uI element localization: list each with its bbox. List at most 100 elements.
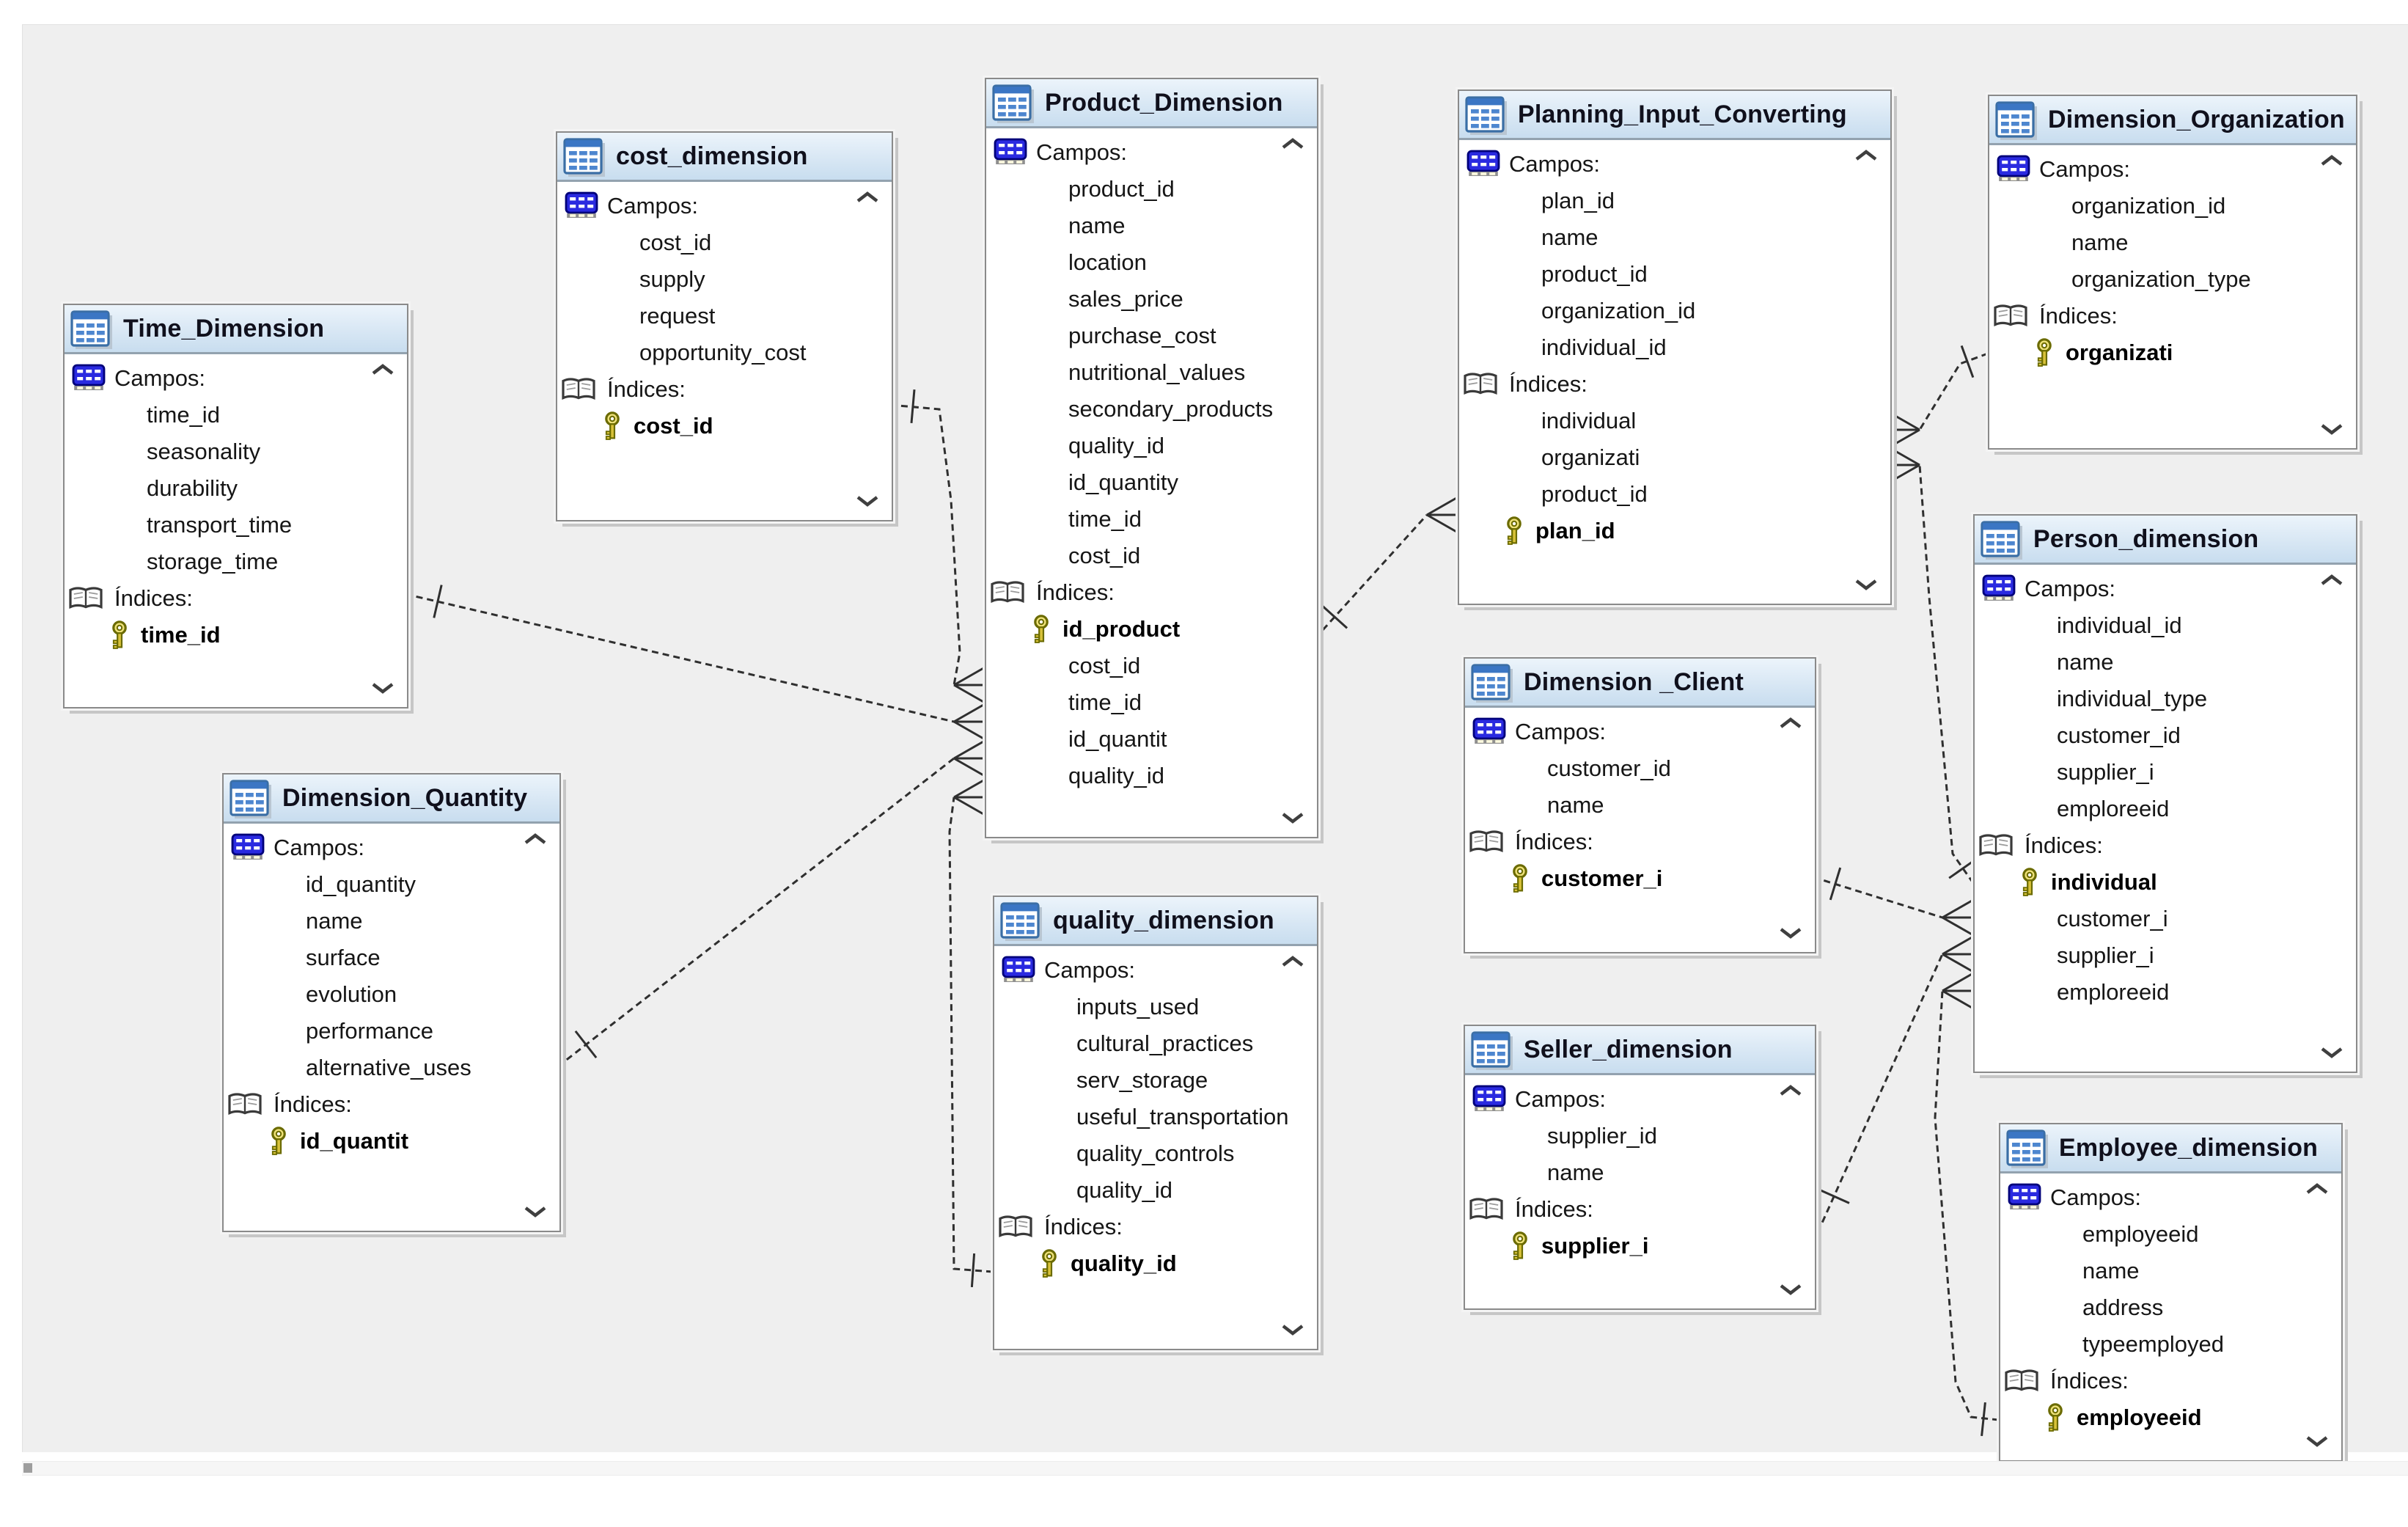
field-row[interactable]: storage_time bbox=[65, 543, 407, 580]
field-row[interactable]: supply bbox=[557, 261, 892, 298]
fields-section-row[interactable]: Campos: bbox=[1465, 1081, 1815, 1118]
field-row[interactable]: individual_type bbox=[1975, 681, 2356, 717]
field-row[interactable]: opportunity_cost bbox=[557, 334, 892, 371]
relationship-dimension_organization-planning_input_converting[interactable] bbox=[1888, 345, 1989, 449]
indexes-section-row[interactable]: Índices: bbox=[2000, 1363, 2341, 1399]
fields-section-row[interactable]: Campos: bbox=[986, 134, 1317, 171]
field-row[interactable]: organization_id bbox=[1459, 293, 1890, 329]
fields-section-row[interactable]: Campos: bbox=[557, 188, 892, 224]
relationship-dimension_client-person_dimension[interactable] bbox=[1813, 867, 1974, 937]
field-row[interactable]: supplier_i bbox=[1975, 754, 2356, 791]
field-row[interactable]: alternative_uses bbox=[224, 1050, 559, 1086]
primary-key-index-row[interactable]: id_quantit bbox=[224, 1123, 559, 1160]
primary-key-index-row[interactable]: individual bbox=[1975, 864, 2356, 901]
relationship-quality_dimension-product_dimension[interactable] bbox=[948, 778, 994, 1288]
field-row[interactable]: cultural_practices bbox=[994, 1025, 1317, 1062]
index-row[interactable]: supplier_i bbox=[1975, 937, 2356, 974]
field-row[interactable]: durability bbox=[65, 470, 407, 507]
scroll-down-icon[interactable] bbox=[1280, 811, 1305, 828]
table-header[interactable]: Person_dimension bbox=[1975, 516, 2356, 565]
field-row[interactable]: performance bbox=[224, 1013, 559, 1050]
primary-key-index-row[interactable]: cost_id bbox=[557, 408, 892, 444]
relationship-time_dimension-product_dimension[interactable] bbox=[405, 585, 985, 741]
indexes-section-row[interactable]: Índices: bbox=[557, 371, 892, 408]
relationship-cost_dimension-product_dimension[interactable] bbox=[889, 389, 985, 704]
scroll-up-icon[interactable] bbox=[1280, 955, 1305, 972]
primary-key-index-row[interactable]: id_product bbox=[986, 611, 1317, 648]
indexes-section-row[interactable]: Índices: bbox=[1989, 298, 2356, 334]
field-row[interactable]: plan_id bbox=[1459, 183, 1890, 219]
field-row[interactable]: organization_id bbox=[1989, 188, 2356, 224]
scroll-up-icon[interactable] bbox=[2319, 574, 2344, 590]
scroll-down-icon[interactable] bbox=[370, 681, 395, 698]
field-row[interactable]: name bbox=[1465, 787, 1815, 824]
indexes-section-row[interactable]: Índices: bbox=[986, 574, 1317, 611]
field-row[interactable]: nutritional_values bbox=[986, 354, 1317, 391]
field-row[interactable]: organization_type bbox=[1989, 261, 2356, 298]
field-row[interactable]: name bbox=[1459, 219, 1890, 256]
relationship-seller_dimension-person_dimension[interactable] bbox=[1812, 935, 1974, 1243]
field-row[interactable]: id_quantity bbox=[224, 866, 559, 903]
field-row[interactable]: name bbox=[986, 208, 1317, 244]
relationship-person_dimension-planning_input_converting[interactable] bbox=[1888, 446, 1978, 884]
field-row[interactable]: name bbox=[1465, 1154, 1815, 1191]
scroll-down-icon[interactable] bbox=[1778, 1283, 1803, 1300]
primary-key-index-row[interactable]: organizati bbox=[1989, 334, 2356, 371]
field-row[interactable]: secondary_products bbox=[986, 391, 1317, 428]
table-header[interactable]: Employee_dimension bbox=[2000, 1124, 2341, 1173]
primary-key-index-row[interactable]: quality_id bbox=[994, 1245, 1317, 1282]
field-row[interactable]: evolution bbox=[224, 976, 559, 1013]
table-window-dimension_organization[interactable]: Dimension_Organization Campos:organizati… bbox=[1988, 95, 2357, 450]
indexes-section-row[interactable]: Índices: bbox=[1465, 1191, 1815, 1228]
field-row[interactable]: product_id bbox=[986, 171, 1317, 208]
index-row[interactable]: cost_id bbox=[986, 648, 1317, 684]
field-row[interactable]: useful_transportation bbox=[994, 1099, 1317, 1135]
scroll-down-icon[interactable] bbox=[2305, 1435, 2330, 1451]
fields-section-row[interactable]: Campos: bbox=[1975, 571, 2356, 607]
field-row[interactable]: id_quantity bbox=[986, 464, 1317, 501]
table-header[interactable]: cost_dimension bbox=[557, 133, 892, 182]
field-row[interactable]: name bbox=[1975, 644, 2356, 681]
index-row[interactable]: customer_i bbox=[1975, 901, 2356, 937]
horizontal-scrollbar-thumb[interactable] bbox=[23, 1463, 32, 1473]
field-row[interactable]: time_id bbox=[986, 501, 1317, 538]
fields-section-row[interactable]: Campos: bbox=[1989, 151, 2356, 188]
field-row[interactable]: transport_time bbox=[65, 507, 407, 543]
field-row[interactable]: cost_id bbox=[986, 538, 1317, 574]
field-row[interactable]: request bbox=[557, 298, 892, 334]
field-row[interactable]: serv_storage bbox=[994, 1062, 1317, 1099]
scroll-up-icon[interactable] bbox=[2305, 1182, 2330, 1199]
relationship-product_dimension-planning_input_converting[interactable] bbox=[1314, 496, 1458, 640]
index-row[interactable]: time_id bbox=[986, 684, 1317, 721]
fields-section-row[interactable]: Campos: bbox=[224, 830, 559, 866]
table-header[interactable]: Planning_Input_Converting bbox=[1459, 91, 1890, 140]
field-row[interactable]: individual_id bbox=[1459, 329, 1890, 366]
field-row[interactable]: supplier_id bbox=[1465, 1118, 1815, 1154]
field-row[interactable]: quality_id bbox=[986, 428, 1317, 464]
field-row[interactable]: customer_id bbox=[1975, 717, 2356, 754]
scroll-up-icon[interactable] bbox=[1854, 149, 1879, 166]
index-row[interactable]: id_quantit bbox=[986, 721, 1317, 758]
scroll-up-icon[interactable] bbox=[2319, 154, 2344, 171]
field-row[interactable]: purchase_cost bbox=[986, 318, 1317, 354]
scroll-down-icon[interactable] bbox=[523, 1205, 548, 1222]
table-header[interactable]: Product_Dimension bbox=[986, 79, 1317, 128]
field-row[interactable]: quality_id bbox=[994, 1172, 1317, 1209]
table-window-planning_input_converting[interactable]: Planning_Input_Converting Campos:plan_id… bbox=[1458, 89, 1892, 605]
indexes-section-row[interactable]: Índices: bbox=[994, 1209, 1317, 1245]
field-row[interactable]: employeeid bbox=[2000, 1216, 2341, 1253]
fields-section-row[interactable]: Campos: bbox=[994, 952, 1317, 989]
field-row[interactable]: name bbox=[224, 903, 559, 940]
primary-key-index-row[interactable]: customer_i bbox=[1465, 860, 1815, 897]
horizontal-scrollbar[interactable] bbox=[22, 1461, 2408, 1476]
scroll-up-icon[interactable] bbox=[1778, 1084, 1803, 1101]
primary-key-index-row[interactable]: supplier_i bbox=[1465, 1228, 1815, 1264]
field-row[interactable]: individual_id bbox=[1975, 607, 2356, 644]
primary-key-index-row[interactable]: employeeid bbox=[2000, 1399, 2341, 1436]
